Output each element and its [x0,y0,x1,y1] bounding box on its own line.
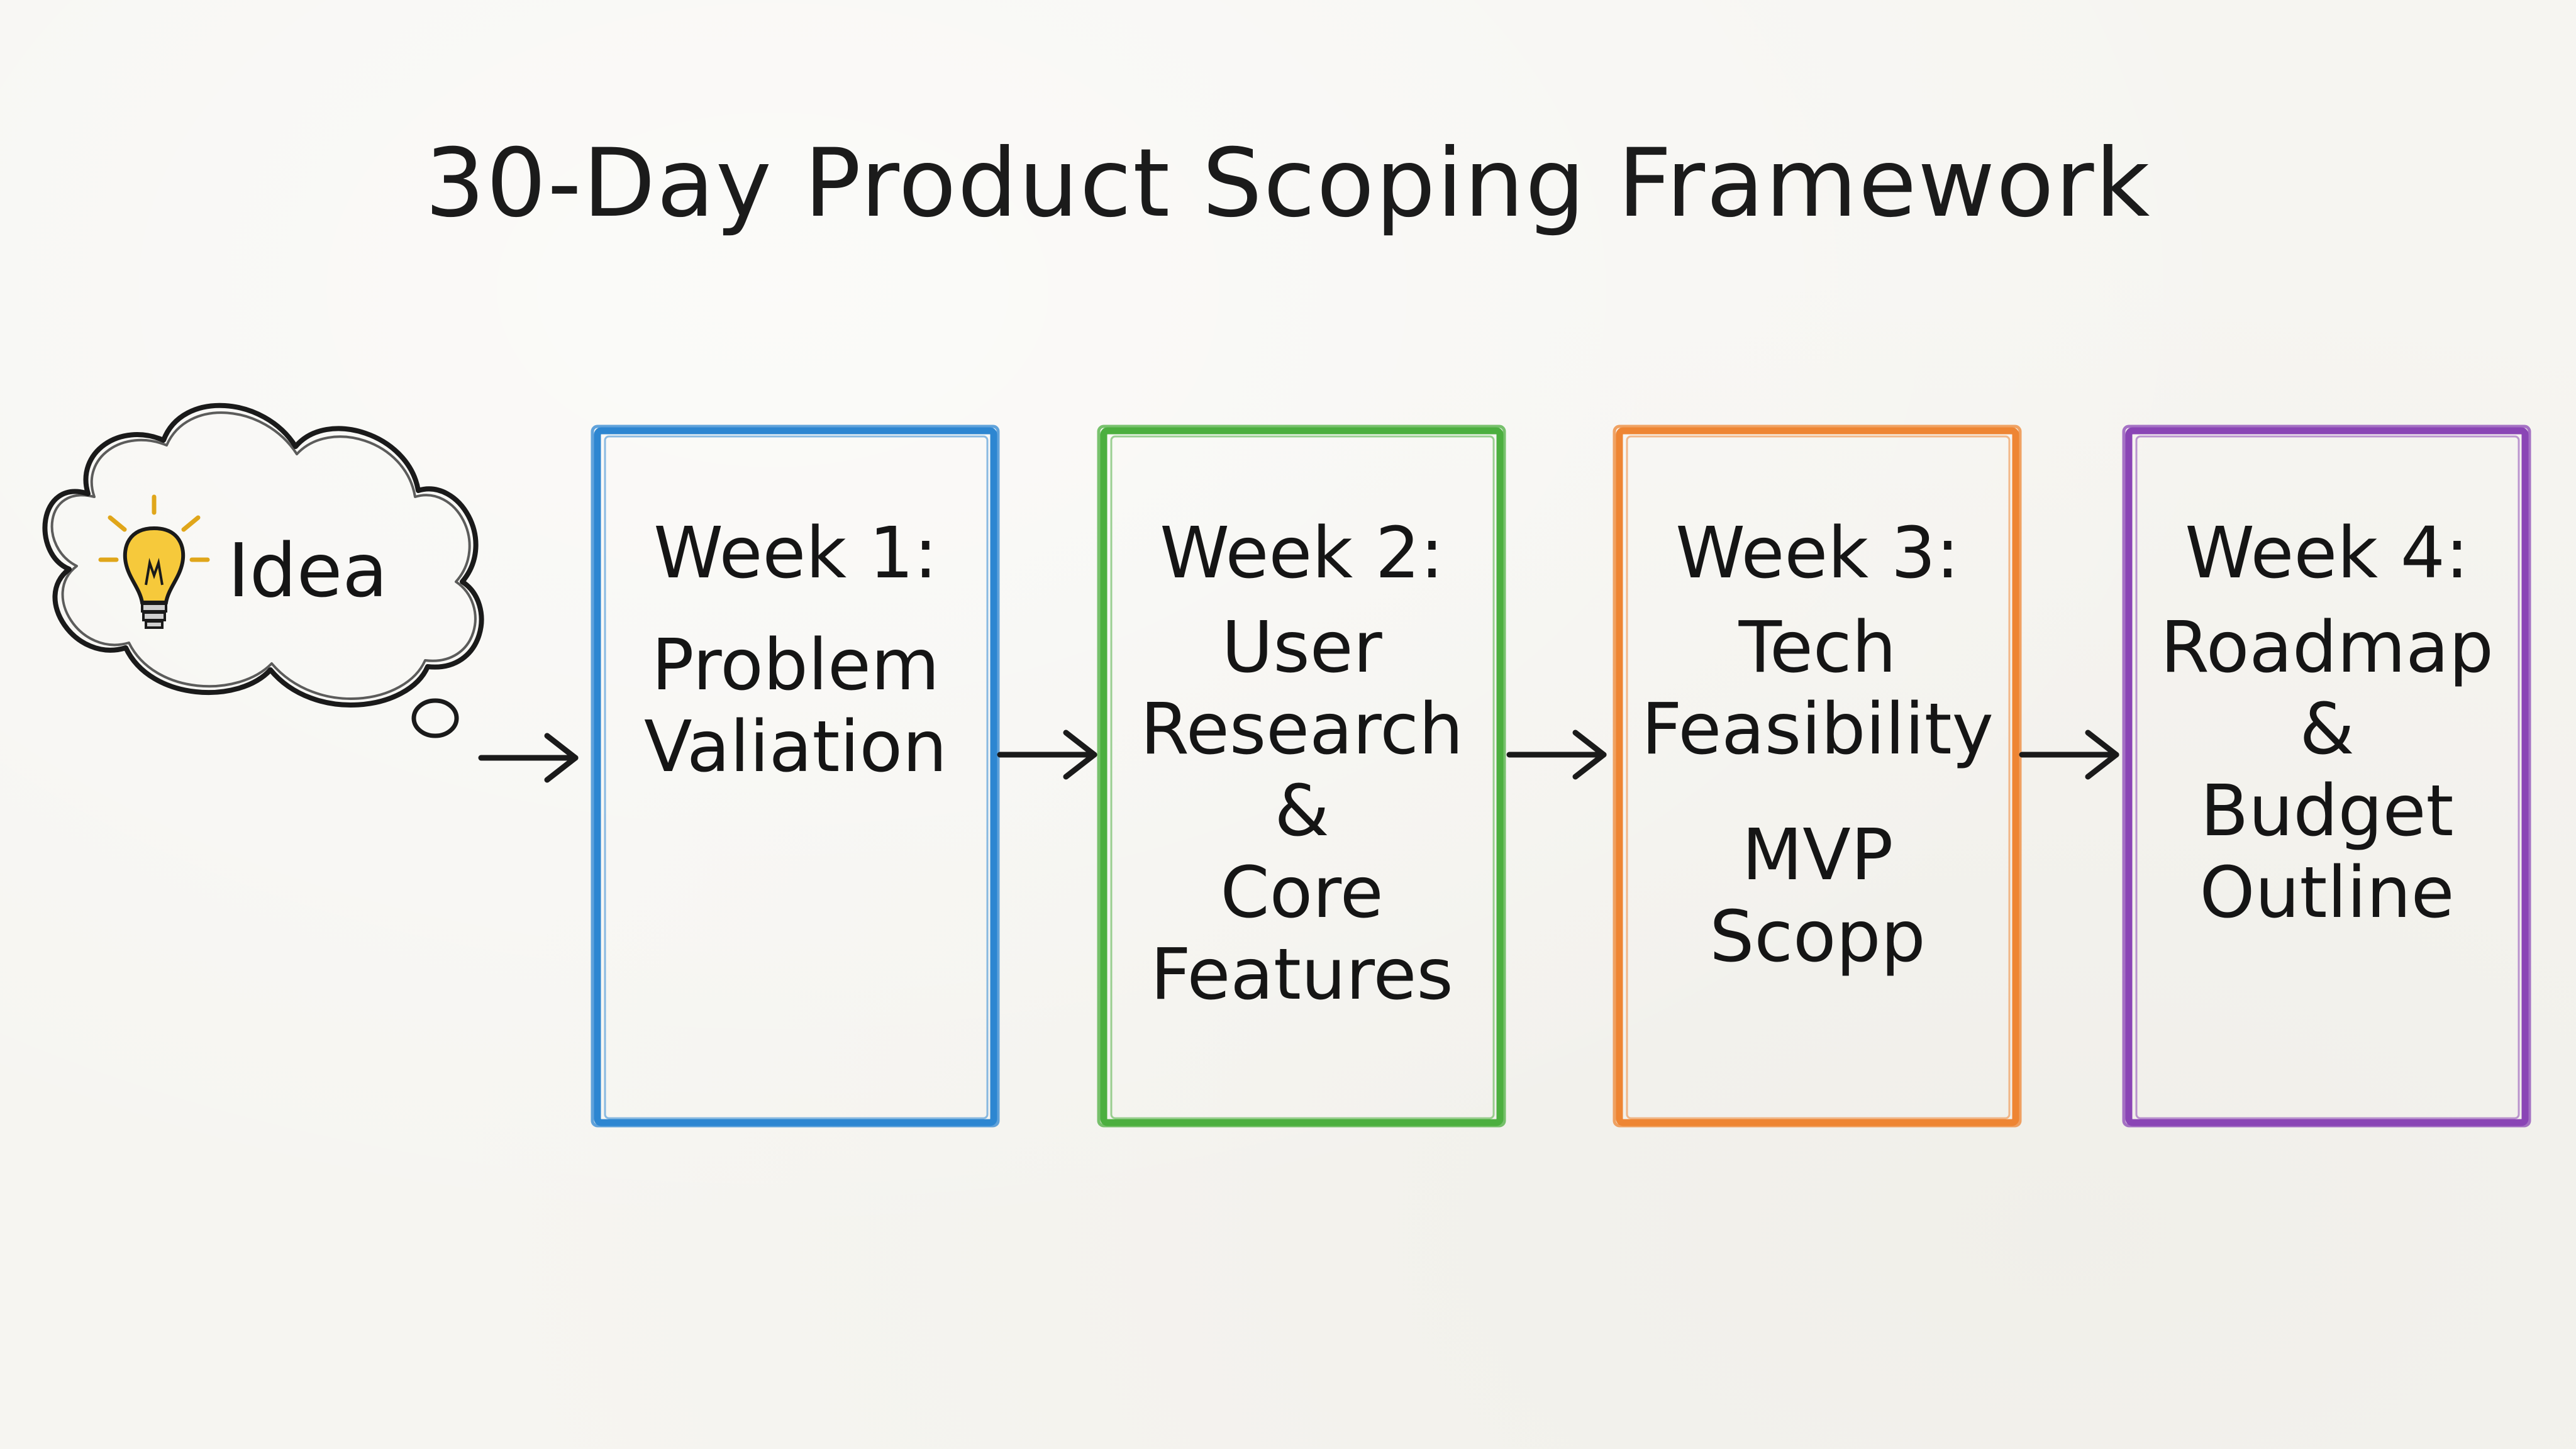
week-1-box [591,425,1000,1128]
week-2-content: Week 2: User Research & Core Features [1107,513,1497,1016]
week-4-line: Roadmap [2160,607,2494,689]
right-arrow-icon [997,730,1097,780]
week-3-line: Tech [1738,607,1897,689]
week-3-line: Scopp [1709,896,1926,978]
idea-label: Idea [228,527,388,614]
week-1-heading: Week 1: [653,513,938,594]
week-4-line: & [2299,689,2355,770]
week-4-line: Budget [2200,770,2454,852]
week-3-line: Feasibility [1641,689,1994,770]
week-2-heading: Week 2: [1160,513,1444,594]
week-2-line: Core [1220,852,1384,934]
week-4-line: Outline [2199,852,2455,934]
week-4-content: Week 4: Roadmap & Budget Outline [2132,513,2522,934]
week-4-box [2122,425,2531,1128]
week-3-box [1613,425,2022,1128]
idea-cloud [42,402,484,738]
week-2-line: User [1221,607,1382,689]
lightbulb-icon [98,494,210,629]
week-2-line: Research [1140,689,1463,770]
week-3-spacer [1623,770,2012,814]
right-arrow-icon [1506,730,1607,780]
week-3-heading: Week 3: [1675,513,1960,594]
diagram-title: 30-Day Product Scoping Framework [425,129,2151,238]
week-3-content: Week 3: Tech Feasibility MVP Scopp [1623,513,2012,978]
week-2-line: & [1274,770,1330,852]
week-4-heading: Week 4: [2185,513,2469,594]
week-3-line: MVP [1741,814,1894,896]
right-arrow-icon [2019,730,2119,780]
week-1-line: Problem [652,625,940,706]
week-2-line: Features [1150,934,1453,1016]
week-1-line: Valiation [644,706,947,788]
week-1-content: Week 1: Problem Valiation [601,513,991,788]
right-arrow-icon [478,733,579,783]
week-2-box [1097,425,1506,1128]
